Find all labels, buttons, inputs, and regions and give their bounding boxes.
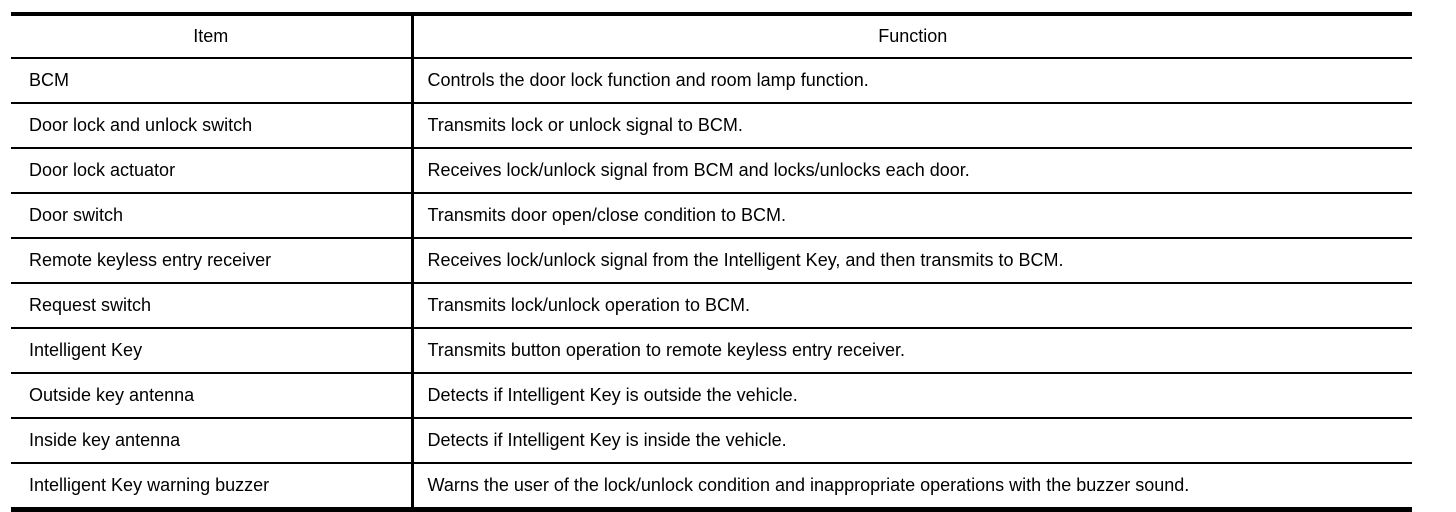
item-cell: BCM: [11, 58, 414, 104]
item-cell: Remote keyless entry receiver: [11, 238, 414, 284]
item-cell: Intelligent Key warning buzzer: [11, 463, 414, 511]
table-row: Outside key antenna Detects if Intellige…: [11, 373, 1412, 419]
table-row: Inside key antenna Detects if Intelligen…: [11, 418, 1412, 464]
table-row: Remote keyless entry receiver Receives l…: [11, 238, 1412, 284]
function-cell: Transmits lock or unlock signal to BCM.: [412, 103, 1412, 149]
item-cell: Door lock and unlock switch: [11, 103, 414, 149]
table-row: Door lock actuator Receives lock/unlock …: [11, 148, 1412, 194]
function-cell: Receives lock/unlock signal from BCM and…: [412, 148, 1412, 194]
function-cell: Detects if Intelligent Key is inside the…: [412, 418, 1412, 464]
item-cell: Intelligent Key: [11, 328, 414, 374]
function-cell: Transmits door open/close condition to B…: [412, 193, 1412, 239]
component-function-table: Item Function BCM Controls the door lock…: [11, 12, 1412, 512]
item-cell: Inside key antenna: [11, 418, 414, 464]
table-header-row: Item Function: [11, 14, 1412, 59]
function-cell: Detects if Intelligent Key is outside th…: [412, 373, 1412, 419]
function-cell: Transmits button operation to remote key…: [412, 328, 1412, 374]
function-cell: Receives lock/unlock signal from the Int…: [412, 238, 1412, 284]
function-cell: Warns the user of the lock/unlock condit…: [412, 463, 1412, 511]
function-cell: Transmits lock/unlock operation to BCM.: [412, 283, 1412, 329]
item-cell: Request switch: [11, 283, 414, 329]
item-cell: Door lock actuator: [11, 148, 414, 194]
item-column-header: Item: [11, 14, 414, 59]
function-cell: Controls the door lock function and room…: [412, 58, 1412, 104]
item-cell: Outside key antenna: [11, 373, 414, 419]
table-row: Door switch Transmits door open/close co…: [11, 193, 1412, 239]
table-row: Door lock and unlock switch Transmits lo…: [11, 103, 1412, 149]
table-row: BCM Controls the door lock function and …: [11, 58, 1412, 104]
item-cell: Door switch: [11, 193, 414, 239]
function-column-header: Function: [412, 14, 1412, 59]
table-row: Intelligent Key Transmits button operati…: [11, 328, 1412, 374]
table-row: Intelligent Key warning buzzer Warns the…: [11, 463, 1412, 511]
table-row: Request switch Transmits lock/unlock ope…: [11, 283, 1412, 329]
